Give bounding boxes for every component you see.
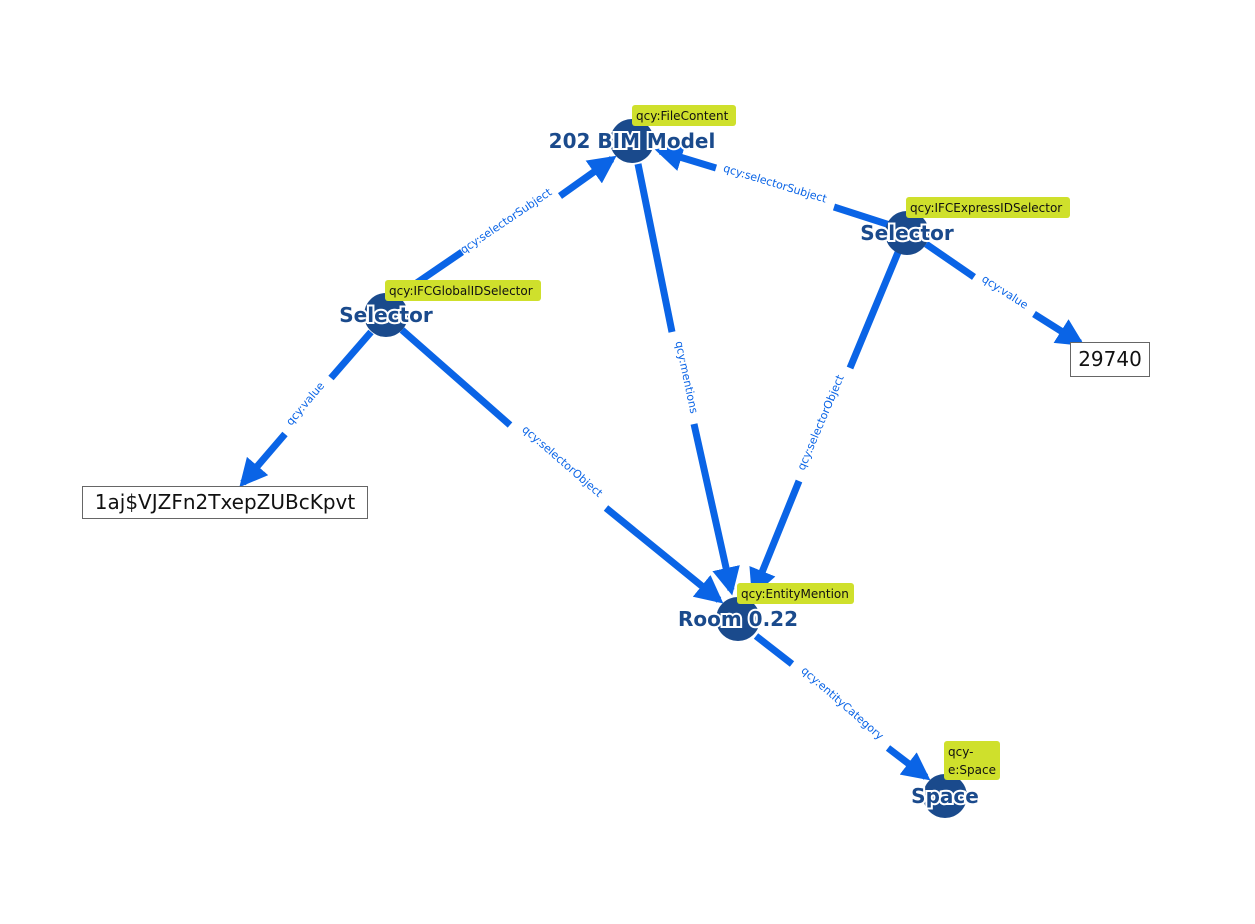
node-label: Selector (339, 303, 433, 327)
type-badge-text: qcy:FileContent (636, 109, 729, 123)
edge-label: qcy:value (979, 272, 1030, 312)
type-badge: qcy:IFCExpressIDSelector (906, 197, 1070, 218)
type-badge-text: qcy:IFCGlobalIDSelector (389, 284, 533, 298)
edge-sel2-literal[interactable]: qcy:value (924, 241, 1085, 346)
edge-sel1-bim[interactable]: qcy:selectorSubject (400, 155, 617, 296)
edge-label: qcy:value (283, 379, 327, 428)
literal-global-id[interactable]: 1aj$VJZFn2TxepZUBcKpvt (82, 486, 368, 519)
node-label: Space (911, 784, 979, 808)
node-selector-globalid[interactable]: Selector qcy:IFCGlobalIDSelector (337, 280, 541, 337)
literal-text: 29740 (1078, 347, 1142, 371)
node-label: Room 0.22 (678, 607, 798, 631)
edge-sel1-room[interactable]: qcy:selectorObject (399, 327, 724, 604)
type-badge-text: e:Space (948, 763, 996, 777)
type-badge-text: qcy:EntityMention (741, 587, 849, 601)
edge-label: qcy:selectorObject (519, 423, 605, 500)
node-space[interactable]: Space qcy- e:Space (909, 741, 1000, 818)
node-bim-model[interactable]: 202 BIM Model qcy:FileContent (547, 105, 736, 163)
edge-sel1-literal[interactable]: qcy:value (239, 329, 374, 488)
edge-sel2-bim[interactable]: qcy:selectorSubject (654, 144, 892, 229)
type-badge: qcy- e:Space (944, 741, 1000, 780)
edge-sel2-room[interactable]: qcy:selectorObject (749, 248, 903, 598)
node-circle[interactable] (716, 597, 760, 641)
edge-bim-room[interactable]: qcy:mentions (634, 163, 740, 596)
node-label: 202 BIM Model (549, 129, 716, 153)
edge-label: qcy:entityCategory (799, 664, 887, 743)
node-circle[interactable] (610, 119, 654, 163)
type-badge: qcy:EntityMention (737, 583, 854, 604)
node-circle[interactable] (885, 211, 929, 255)
type-badge: qcy:IFCGlobalIDSelector (385, 280, 541, 301)
node-label: Selector (860, 221, 954, 245)
edge-label: qcy:selectorSubject (722, 162, 829, 206)
edge-label: qcy:mentions (672, 340, 700, 415)
edge-label: qcy:selectorSubject (458, 185, 555, 256)
node-circle[interactable] (364, 293, 408, 337)
node-circle[interactable] (923, 774, 967, 818)
type-badge-text: qcy- (948, 745, 973, 759)
type-badge-text: qcy:IFCExpressIDSelector (910, 201, 1062, 215)
node-selector-expressid[interactable]: Selector qcy:IFCExpressIDSelector (858, 197, 1070, 255)
edge-label: qcy:selectorObject (795, 372, 847, 472)
node-room[interactable]: Room 0.22 qcy:EntityMention (676, 583, 854, 641)
literal-express-id[interactable]: 29740 (1070, 342, 1150, 377)
type-badge: qcy:FileContent (632, 105, 736, 126)
literal-text: 1aj$VJZFn2TxepZUBcKpvt (95, 490, 356, 514)
edge-room-space[interactable]: qcy:entityCategory (753, 633, 931, 781)
